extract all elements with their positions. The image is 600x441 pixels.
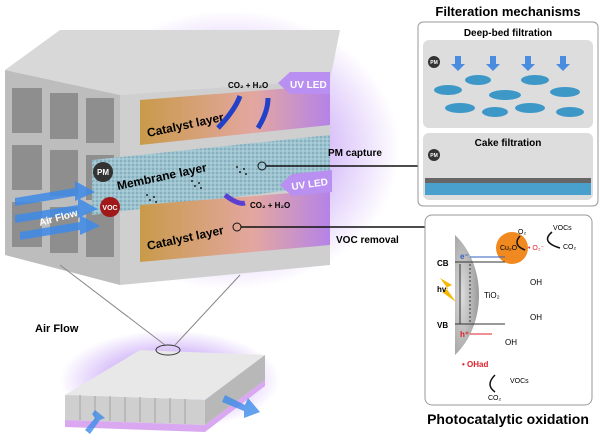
- co2-bottom-label: CO₂: [488, 395, 502, 402]
- reaction-arrow: [516, 235, 526, 251]
- reaction-arrow: [255, 97, 271, 130]
- products-top: CO₂ + H₂O: [228, 81, 268, 90]
- photocatalysis-title: Photocatalytic oxidation: [427, 411, 589, 427]
- zoom-line: [59, 264, 166, 346]
- captured-particles: [146, 166, 247, 203]
- filtration-title: Filteration mechanisms: [435, 4, 580, 19]
- tio2-label: TiO₂: [484, 291, 500, 300]
- airflow-arrows: [15, 181, 100, 240]
- reaction-arrow: [546, 231, 561, 249]
- cb-label: CB: [437, 259, 449, 268]
- cu2o-label: Cu₂O: [500, 245, 518, 252]
- voc-badge: VOC: [100, 197, 120, 217]
- pm-capture-label: PM capture: [328, 148, 382, 159]
- deep-bed-label: Deep-bed filtration: [464, 28, 552, 39]
- particle-cake: [425, 178, 591, 183]
- pm-badge: PM: [93, 162, 113, 182]
- voc-removal-label: VOC removal: [336, 235, 399, 246]
- o2-label: O₂: [518, 229, 526, 236]
- zoom-line: [174, 274, 241, 346]
- vb-label: VB: [437, 321, 448, 330]
- uv-led-arrow-mid: UV LED: [280, 170, 332, 196]
- hv-label: hv: [437, 285, 447, 294]
- tio2-particle: [455, 235, 480, 355]
- o2-radical-label: • O₂⁻: [528, 245, 545, 252]
- catalyst-layer-bottom: [140, 190, 330, 262]
- oh-label: OH: [505, 338, 517, 347]
- outflow-arrow: [222, 395, 260, 418]
- cake-membrane: [425, 183, 591, 195]
- svg-text:UV LED: UV LED: [291, 177, 329, 193]
- membrane-layer: [92, 135, 330, 215]
- oh-label: OH: [530, 313, 542, 322]
- svg-text:VOC: VOC: [102, 205, 117, 212]
- light-bolt-icon: [440, 278, 456, 302]
- svg-text:PM: PM: [430, 60, 438, 66]
- ohad-label: • OHad: [462, 360, 488, 369]
- vocs-bottom-label: VOCs: [510, 378, 529, 385]
- cu2o-particle: [496, 232, 528, 264]
- honeycomb-air-flow-label: Air Flow: [35, 323, 79, 335]
- products-mid: CO₂ + H₂O: [250, 201, 290, 210]
- svg-text:UV LED: UV LED: [290, 80, 327, 91]
- reaction-arrow: [216, 95, 243, 130]
- reaction-arrow: [223, 193, 246, 206]
- cake-label: Cake filtration: [475, 138, 542, 149]
- vocs-top-label: VOCs: [553, 225, 572, 232]
- catalyst-layer-top: [140, 85, 330, 145]
- deep-bed-fibers: [434, 75, 584, 117]
- svg-text:PM: PM: [430, 153, 438, 159]
- hole-label: h⁺: [460, 330, 469, 339]
- pm-badge-small: PM: [428, 56, 440, 68]
- electron-label: e⁻: [460, 252, 469, 261]
- oh-label: OH: [530, 278, 542, 287]
- co2-top-label: CO₂: [563, 244, 577, 251]
- outflow-arrow: [85, 410, 105, 434]
- uv-led-arrow-top: UV LED: [278, 72, 330, 94]
- reaction-arrow: [489, 374, 496, 393]
- svg-text:PM: PM: [97, 168, 109, 177]
- pm-badge-small: PM: [428, 149, 440, 161]
